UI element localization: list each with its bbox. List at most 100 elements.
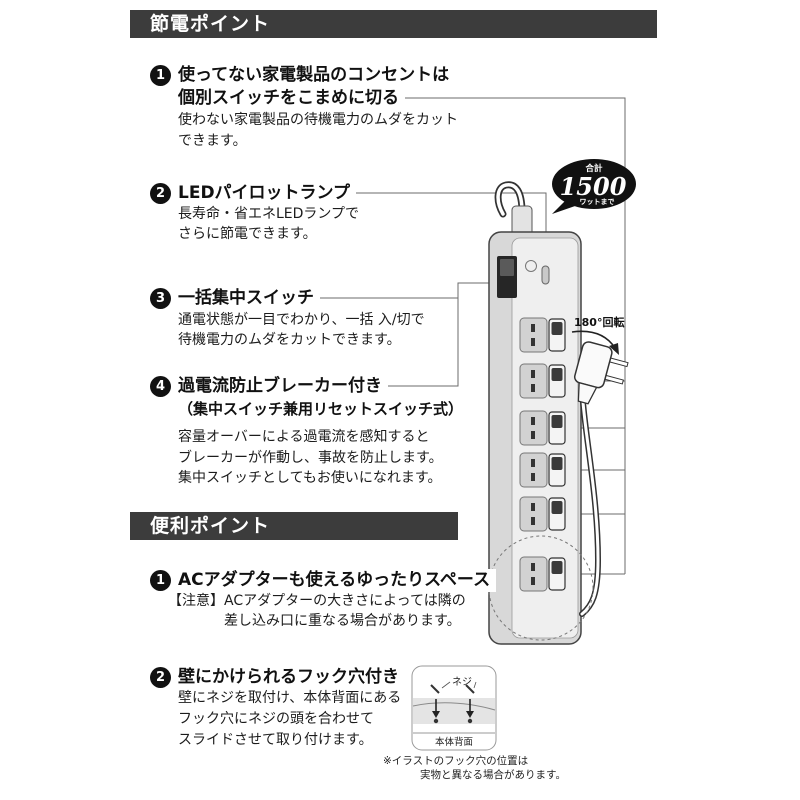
- number-badge: 4: [150, 376, 171, 397]
- outlet-face: [519, 317, 548, 353]
- rotation-arrowhead-icon: [609, 343, 619, 355]
- point-title-line: 一括集中スイッチ: [178, 287, 320, 310]
- hook-hole-icon: [467, 718, 473, 724]
- plug-head: [573, 341, 629, 405]
- switch-rocker: [551, 368, 563, 381]
- point-description-line: 【注意】ACアダプターの大きさによっては隣の: [168, 592, 470, 612]
- number-badge: 1: [150, 570, 171, 591]
- point-title: 一括集中スイッチ: [178, 287, 470, 310]
- number-badge: 2: [150, 667, 171, 688]
- switch-rocker: [551, 415, 563, 428]
- outlet-slot: [531, 577, 535, 585]
- outlet-4: [519, 452, 566, 488]
- switch-rocker: [551, 501, 563, 514]
- power-strip: [488, 181, 582, 645]
- convenience-point-1: 1 ACアダプターも使えるゆったりスペース 【注意】ACアダプターの大きさによっ…: [0, 569, 497, 631]
- point-description-line: 集中スイッチとしてもお使いになれます。: [178, 470, 442, 486]
- outlet-2: [519, 363, 566, 399]
- outlet-3: [519, 410, 566, 446]
- point-title: 壁にかけられるフック穴付き: [178, 666, 470, 689]
- strip-back-panel: [413, 698, 495, 724]
- wattage-badge: 合計 1500 ワットまで: [552, 159, 636, 214]
- screw-label-leader: [441, 681, 477, 689]
- outlet-slot: [531, 473, 535, 481]
- outlet-1: [519, 317, 566, 353]
- point-title-line: 過電流防止ブレーカー付き: [178, 375, 388, 398]
- power-cord-top-fill: [496, 183, 524, 216]
- outlet-slot: [531, 338, 535, 346]
- point-description: 使わない家電製品の待機電力のムダをカット できます。: [178, 110, 470, 152]
- led-pilot-lamp: [541, 265, 550, 285]
- outlet-face: [519, 410, 548, 446]
- point-title-line: LEDパイロットランプ: [178, 182, 357, 205]
- savings-point-3: 3 一括集中スイッチ 通電状態が一目でわかり、一括 入/切で 待機電力のムダをカ…: [0, 287, 470, 350]
- plug-strain-relief: [577, 381, 598, 405]
- rotation-label: 180°回転: [574, 315, 624, 329]
- caution-label: 【注意】: [168, 593, 224, 609]
- wall-edge-line: [412, 702, 496, 711]
- outlet-slot: [531, 417, 535, 425]
- outlet-slot: [531, 503, 535, 511]
- switch-rocker: [551, 561, 563, 574]
- point-description-line: 待機電力のムダをカットできます。: [178, 332, 401, 348]
- point-description: 容量オーバーによる過電流を感知すると ブレーカーが作動し、事故を防止します。 集…: [178, 427, 470, 489]
- outlet-slot: [531, 563, 535, 571]
- point-description-line: 壁にネジを取付け、本体背面にある: [178, 690, 402, 706]
- hook-hole-icon: [433, 718, 439, 724]
- savings-point-1: 1 使ってない家電製品のコンセントは 個別スイッチをこまめに切る 使わない家電製…: [0, 64, 470, 152]
- point-description-line: さらに節電できます。: [178, 226, 317, 242]
- point-title: 過電流防止ブレーカー付き （集中スイッチ兼用リセットスイッチ式）: [178, 375, 470, 421]
- outlet-face: [519, 363, 548, 399]
- point-description: 長寿命・省エネLEDランプで さらに節電できます。: [178, 204, 470, 244]
- point-subtitle-line: （集中スイッチ兼用リセットスイッチ式）: [178, 398, 470, 421]
- point-description-line: できます。: [178, 133, 247, 149]
- badge-wattage-value: 1500: [560, 172, 627, 201]
- point-description-line: ブレーカーが作動し、事故を防止します。: [178, 449, 443, 466]
- savings-point-2: 2 LEDパイロットランプ 長寿命・省エネLEDランプで さらに節電できます。: [0, 182, 470, 244]
- convenience-section-header: 便利ポイント: [130, 512, 458, 540]
- point-title-line: ACアダプターも使えるゆったりスペース: [178, 569, 497, 592]
- badge-bubble: [552, 159, 636, 209]
- point-title-line: 個別スイッチをこまめに切る: [178, 87, 405, 110]
- point-description-line: 長寿命・省エネLEDランプで: [178, 206, 360, 222]
- point-title: 使ってない家電製品のコンセントは 個別スイッチをこまめに切る: [178, 64, 470, 110]
- footnote-line-2: 実物と異なる場合があります。: [420, 769, 566, 781]
- point-title: LEDパイロットランプ: [178, 182, 470, 205]
- outlet-5: [519, 496, 566, 532]
- screw-icon: [430, 684, 440, 694]
- outlet-face: [519, 452, 548, 488]
- badge-unit-label: ワットまで: [580, 197, 615, 206]
- outlet-slot: [531, 431, 535, 439]
- point-description-line: フック穴にネジの頭を合わせて: [178, 711, 374, 727]
- outlet-slot: [531, 370, 535, 378]
- savings-section-title: 節電ポイント: [150, 13, 271, 35]
- point-title-line: 使ってない家電製品のコンセントは: [178, 64, 456, 87]
- down-arrowhead-icon: [466, 711, 474, 718]
- back-panel-label: 本体背面: [435, 736, 473, 748]
- leader-line-individual-switches: [395, 97, 626, 574]
- outlet-slot: [531, 384, 535, 392]
- number-badge: 3: [150, 288, 171, 309]
- point-description-line: 差し込み口に重なる場合があります。: [224, 612, 461, 629]
- point-title: ACアダプターも使えるゆったりスペース: [178, 569, 497, 592]
- point-description-line: 使わない家電製品の待機電力のムダをカット: [178, 112, 458, 128]
- plug-cord-fill: [580, 400, 600, 616]
- point-description: 壁にネジを取付け、本体背面にある フック穴にネジの頭を合わせて スライドさせて取…: [178, 688, 470, 751]
- convenience-point-2: 2 壁にかけられるフック穴付き 壁にネジを取付け、本体背面にある フック穴にネジ…: [0, 666, 470, 751]
- caution-text: ACアダプターの大きさによっては隣の: [224, 593, 466, 609]
- rotation-indicator: 180°回転: [571, 315, 624, 355]
- outlet-face: [519, 556, 548, 592]
- number-badge: 1: [150, 65, 171, 86]
- screw-icon: [465, 684, 475, 694]
- point-description: 通電状態が一目でわかり、一括 入/切で 待機電力のムダをカットできます。: [178, 310, 470, 350]
- outlet-face: [519, 496, 548, 532]
- point-description: 【注意】ACアダプターの大きさによっては隣の 差し込み口に重なる場合があります。: [168, 592, 470, 631]
- point-description-line: スライドさせて取り付けます。: [178, 732, 373, 748]
- brand-logo: [525, 260, 537, 272]
- outlet-slot: [531, 517, 535, 525]
- switch-rocker: [551, 322, 563, 335]
- badge-total-label: 合計: [584, 163, 603, 174]
- switch-rocker: [551, 457, 563, 470]
- hook-hole-illustration: ネジ 本体背面: [411, 665, 497, 751]
- convenience-section-title: 便利ポイント: [150, 515, 271, 537]
